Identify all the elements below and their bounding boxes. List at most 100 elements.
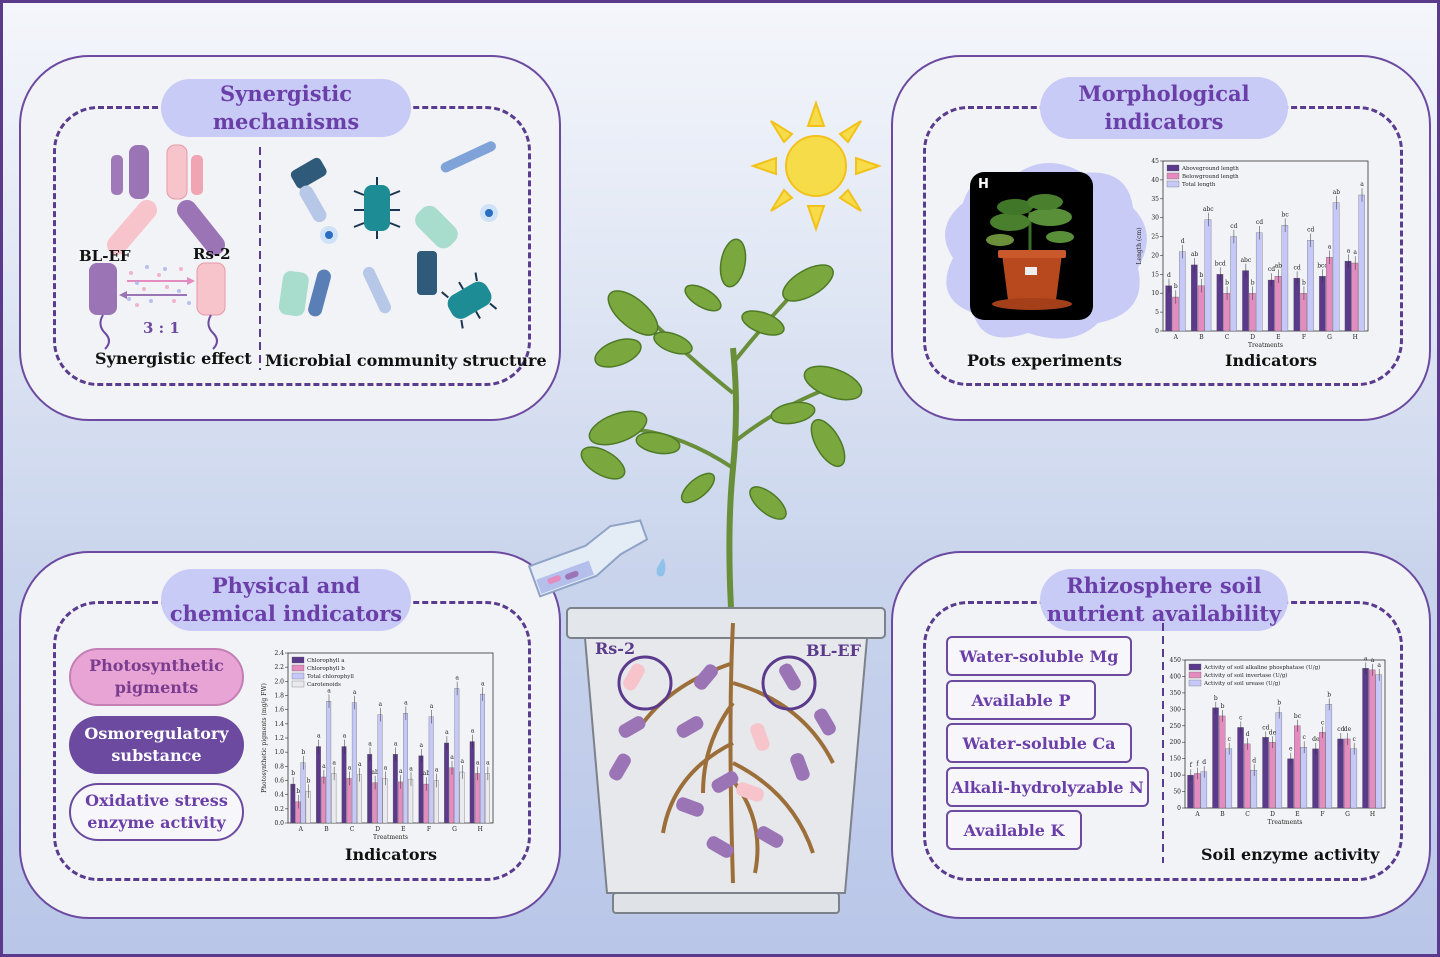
bar — [326, 701, 332, 824]
significance-label: a — [409, 765, 413, 772]
y-tick-label: 1.0 — [274, 749, 284, 756]
legend-label: Aboveground length — [1181, 166, 1239, 172]
y-tick-label: 1.2 — [274, 735, 284, 742]
x-tick-label: D — [1270, 811, 1275, 818]
photosynthetic-pigments-item: Photosynthetic pigments — [69, 648, 244, 706]
x-axis-label: Treatments — [1267, 819, 1302, 826]
y-tick-label: 2.4 — [274, 650, 284, 657]
legend-label: Belowground length — [1182, 174, 1239, 180]
bar — [300, 762, 306, 824]
significance-label: a — [481, 680, 485, 687]
item2-line1: Osmoregulatory — [84, 724, 229, 743]
significance-label: b — [1200, 272, 1204, 279]
morphological-title-line1: Morphological — [1078, 81, 1250, 106]
significance-label: d — [1202, 759, 1206, 766]
item2-line2: substance — [111, 746, 202, 765]
legend-swatch — [1188, 663, 1202, 671]
bar — [1242, 270, 1249, 332]
significance-label: a — [450, 754, 454, 761]
bar — [418, 755, 424, 824]
plant-pot-illustration — [566, 238, 886, 914]
bar — [459, 771, 465, 824]
significance-label: f — [1196, 761, 1199, 768]
y-tick-label: 100 — [1170, 772, 1182, 779]
significance-label: abc — [1240, 257, 1251, 264]
y-tick-label: 10 — [1151, 290, 1159, 297]
y-tick-label: 50 — [1173, 789, 1181, 796]
bar — [403, 713, 408, 824]
bar — [1344, 738, 1351, 809]
y-tick-label: 0.0 — [274, 820, 284, 827]
x-tick-label: B — [1199, 334, 1204, 341]
morphological-title-line2: indicators — [1104, 109, 1224, 134]
significance-label: ab — [1333, 189, 1341, 196]
legend-label: Total chlorophyll — [307, 674, 354, 680]
significance-label: a — [399, 768, 403, 775]
significance-label: a — [1360, 181, 1364, 188]
bar — [357, 774, 362, 824]
significance-label: a — [1347, 247, 1351, 254]
osmoregulatory-item: Osmoregulatory substance — [69, 716, 244, 774]
significance-label: a — [353, 689, 357, 696]
flask-icon — [527, 519, 666, 598]
bar — [316, 746, 321, 824]
bar — [1332, 202, 1340, 332]
significance-label: de — [1344, 726, 1352, 733]
x-tick-label: C — [1225, 334, 1230, 341]
pot-photo: H — [970, 172, 1093, 320]
legend-swatch — [1166, 164, 1180, 172]
x-tick-label: H — [1370, 811, 1375, 818]
y-tick-label: 0.8 — [274, 763, 284, 770]
significance-label: a — [1377, 662, 1381, 669]
x-tick-label: F — [427, 826, 431, 833]
significance-label: a — [419, 742, 423, 749]
bar — [321, 776, 326, 824]
x-tick-label: C — [1245, 811, 1250, 818]
significance-label: c — [1239, 715, 1243, 722]
bar — [1165, 285, 1172, 332]
significance-label: a — [404, 699, 408, 706]
bar — [1281, 225, 1289, 332]
significance-label: ab — [371, 769, 379, 776]
bar — [1287, 758, 1294, 809]
significance-label: d — [1181, 238, 1185, 245]
y-tick-label: 20 — [1151, 252, 1159, 259]
x-tick-label: G — [452, 826, 457, 833]
bar — [372, 782, 378, 824]
legend-label: Activity of soil alkaline phosphatase (U… — [1203, 664, 1320, 671]
x-tick-label: B — [324, 826, 329, 833]
bar — [1293, 277, 1301, 332]
x-tick-label: E — [1295, 811, 1299, 818]
significance-label: c — [1321, 719, 1325, 726]
item3-line2: enzyme activity — [87, 813, 226, 832]
bar — [449, 767, 455, 824]
significance-label: a — [394, 740, 398, 747]
legend-swatch — [1188, 679, 1202, 687]
significance-label: e — [1289, 746, 1293, 753]
y-axis-label: Photosynthetic pigments (mg/g FW) — [261, 683, 268, 793]
soil-enzyme-caption: Soil enzyme activity — [1201, 845, 1380, 864]
bar — [1249, 293, 1256, 332]
x-tick-label: F — [1302, 334, 1306, 341]
bar — [1244, 743, 1251, 809]
legend-swatch — [1188, 671, 1202, 679]
plot-frame — [1162, 160, 1369, 332]
significance-label: a — [445, 729, 449, 736]
significance-label: b — [1302, 279, 1306, 286]
legend-swatch — [291, 664, 305, 672]
y-tick-label: 400 — [1170, 673, 1182, 680]
nutrient-water-soluble-ca: Water-soluble Ca — [946, 723, 1132, 763]
pot-photo-label: H — [978, 177, 989, 192]
physical-indicators-caption: Indicators — [345, 845, 437, 864]
y-tick-label: 30 — [1151, 215, 1159, 222]
significance-label: a — [317, 733, 321, 740]
bar — [1191, 264, 1198, 332]
bar — [1262, 737, 1269, 809]
significance-label: a — [1353, 249, 1357, 256]
bar — [1375, 674, 1383, 809]
bar — [1250, 770, 1258, 809]
bar — [1350, 748, 1358, 809]
bar — [454, 688, 460, 824]
bar — [305, 790, 311, 824]
